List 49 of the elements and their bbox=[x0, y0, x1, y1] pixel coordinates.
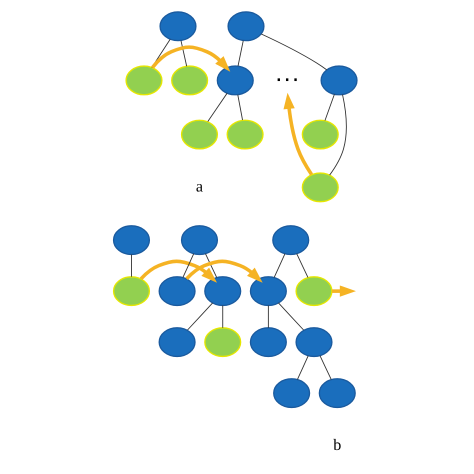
node-circle bbox=[272, 225, 309, 256]
node-circle bbox=[301, 172, 338, 202]
connector bbox=[328, 94, 346, 176]
arrow bbox=[150, 45, 230, 72]
connector bbox=[324, 94, 334, 121]
connector bbox=[260, 34, 327, 70]
label: a bbox=[195, 178, 203, 196]
connector bbox=[182, 253, 194, 278]
arrow bbox=[283, 92, 313, 176]
node-circle bbox=[204, 327, 241, 358]
connector bbox=[130, 254, 132, 278]
connector bbox=[222, 305, 223, 328]
label: b bbox=[332, 436, 341, 454]
node-circle bbox=[158, 327, 196, 358]
arrow bbox=[139, 260, 217, 283]
node-circle bbox=[180, 120, 218, 150]
connector bbox=[273, 253, 285, 278]
connector bbox=[267, 305, 268, 328]
node-circle bbox=[226, 120, 264, 150]
node-circle bbox=[180, 225, 218, 256]
arrow bbox=[184, 260, 262, 283]
node-circle bbox=[226, 11, 264, 42]
node-circle bbox=[320, 65, 358, 96]
connector bbox=[236, 94, 242, 120]
node-circle bbox=[112, 276, 150, 306]
node-circle bbox=[249, 327, 286, 358]
node-circle bbox=[216, 65, 254, 96]
connector bbox=[319, 355, 332, 380]
connector bbox=[180, 40, 187, 67]
connector bbox=[278, 302, 304, 330]
node-circle bbox=[124, 65, 162, 96]
connector bbox=[204, 253, 217, 278]
node-circle bbox=[158, 276, 196, 306]
node-circle bbox=[301, 120, 338, 150]
node-circle bbox=[272, 378, 310, 408]
node-circle bbox=[170, 65, 208, 96]
node-text: ··· bbox=[274, 64, 300, 93]
connector bbox=[186, 302, 213, 330]
node-circle bbox=[294, 276, 332, 306]
node-circle bbox=[204, 276, 241, 306]
connector bbox=[296, 355, 308, 380]
node-circle bbox=[158, 11, 196, 42]
connector bbox=[206, 92, 228, 122]
connector bbox=[296, 253, 308, 278]
node-circle bbox=[112, 225, 150, 256]
node-circle bbox=[318, 378, 356, 408]
connector bbox=[237, 40, 244, 66]
node-circle bbox=[249, 276, 286, 306]
node-circle bbox=[294, 327, 332, 358]
